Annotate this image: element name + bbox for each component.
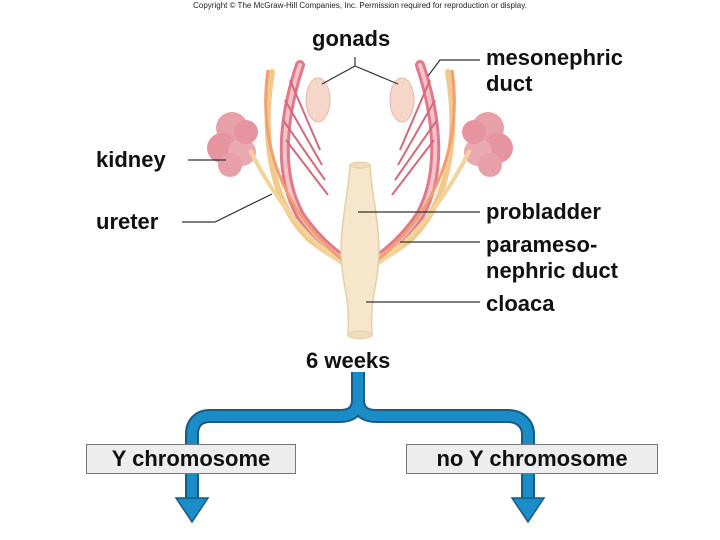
- label-cloaca: cloaca: [486, 291, 555, 316]
- cloaca-probladder: [340, 161, 380, 340]
- branch-arrow: [174, 372, 546, 524]
- no-y-chromosome-box: no Y chromosome: [406, 444, 658, 474]
- paramesonephric-ducts: [264, 69, 456, 264]
- gonads: [305, 77, 415, 123]
- copyright-notice: Copyright © The McGraw-Hill Companies, I…: [193, 1, 527, 10]
- leader-lines: [182, 57, 480, 303]
- label-gonads: gonads: [312, 26, 391, 51]
- label-6-weeks: 6 weeks: [306, 348, 391, 373]
- label-mesonephric-duct: mesonephric duct: [486, 45, 623, 96]
- right-arrowhead: [510, 497, 546, 524]
- label-kidney: kidney: [96, 147, 166, 172]
- label-probladder: probladder: [486, 199, 601, 224]
- label-paramesonephric-duct: parameso- nephric duct: [486, 232, 619, 283]
- left-kidney: [207, 112, 351, 270]
- y-chromosome-box: Y chromosome: [86, 444, 296, 474]
- right-kidney: [369, 112, 513, 270]
- label-ureter: ureter: [96, 209, 159, 234]
- left-arrowhead: [174, 497, 210, 524]
